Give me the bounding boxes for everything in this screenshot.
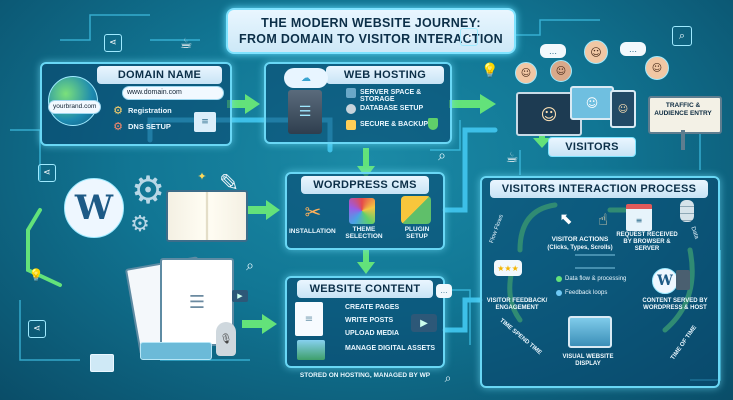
sign-post-icon <box>681 130 685 150</box>
process-actions: Visitor Actions <box>551 236 609 243</box>
wordpress-small-icon: W <box>652 268 678 294</box>
rating-icon: ★★★ <box>494 260 522 276</box>
palette-icon <box>349 198 375 224</box>
coffee-2-icon: ☕ <box>505 150 519 166</box>
traffic-label: Traffic & Audience Entry <box>654 102 712 117</box>
cms-installation-label: Installation <box>289 228 336 235</box>
content-header: WEBSITE CONTENT <box>297 280 433 298</box>
feather-icon: ✎ <box>218 169 240 197</box>
camera-2-icon: ▶ <box>232 290 248 302</box>
url-field: www.domain.com <box>122 86 224 100</box>
chat-3-icon: … <box>436 284 452 298</box>
coffee-icon: ☕ <box>179 36 193 52</box>
camera-icon: ▶ <box>411 314 437 332</box>
image-stack-icon <box>140 342 212 360</box>
title-line-1: THE MODERN WEBSITE JOURNEY: <box>261 16 481 30</box>
microphone-icon: 🎙 <box>216 322 236 356</box>
content-item-media: Upload Media <box>345 330 400 337</box>
cursor-icon: ⬉ <box>559 208 573 228</box>
process-header: VISITORS INTERACTION PROCESS <box>490 180 708 198</box>
search-icon: ⌕ <box>438 148 446 164</box>
brand-label: yourbrand.com <box>48 100 102 114</box>
registration-icon: ⚙ <box>113 103 123 117</box>
cms-theme-label: Theme Selection <box>345 226 383 240</box>
database-stack-icon <box>680 200 694 222</box>
process-actions-sub: (Clicks, Types, Scrolls) <box>547 245 613 251</box>
database-icon <box>346 104 356 114</box>
process-request: Request Received by Browser & Server <box>616 232 678 252</box>
server-small-icon: ≡ <box>194 112 216 132</box>
page-icon: ≡ <box>295 302 323 336</box>
dns-icon: ⚙ <box>113 119 123 133</box>
tools-icon: ✂ <box>304 200 322 224</box>
title-banner: THE MODERN WEBSITE JOURNEY: FROM DOMAIN … <box>226 8 516 54</box>
process-feedback: Visitor Feedback/ Engagement <box>486 298 548 311</box>
content-item-pages: Create Pages <box>345 304 400 311</box>
laptop-icon: ☺ <box>570 86 614 120</box>
cms-panel: WORDPRESS CMS ✂ Installation Theme Selec… <box>285 172 445 250</box>
avatar-4-icon: ☺ <box>645 56 669 80</box>
registration-label: Registration <box>128 106 172 115</box>
domain-panel: DOMAIN NAME yourbrand.com www.domain.com… <box>40 62 232 146</box>
traffic-sign-icon <box>648 96 722 134</box>
gear-icon: ⚙ <box>130 168 166 212</box>
hosting-item-database: Database Setup <box>360 105 424 112</box>
search-3-icon: ⌕ <box>444 370 452 385</box>
search-top-icon: ⌕ <box>672 26 692 46</box>
visitors-label: VISITORS <box>548 137 636 157</box>
hosting-panel: WEB HOSTING ☁ ☰ Server Space & Storage D… <box>264 62 452 144</box>
title-line-2: FROM DOMAIN TO VISITOR INTERACTION <box>239 32 503 46</box>
display-monitor-icon <box>568 316 612 348</box>
chat-2-icon: … <box>620 42 646 56</box>
process-feedback-loops: Feedback loops <box>565 290 608 296</box>
browser-icon: ≡ <box>626 204 652 231</box>
share-2-icon: ⋖ <box>38 164 56 182</box>
star-icon: ✦ <box>197 169 207 183</box>
chat-icon: … <box>540 44 566 58</box>
content-panel: WEBSITE CONTENT ≡ Create Pages Write Pos… <box>285 276 445 368</box>
feedback-dot <box>556 290 562 296</box>
gear-small-icon: ⚙ <box>130 211 150 237</box>
avatar-2-icon: ☺ <box>515 62 537 84</box>
image-icon <box>297 340 325 360</box>
lightbulb-2-icon: 💡 <box>28 268 44 282</box>
data-flow-dot <box>556 276 562 282</box>
puzzle-icon <box>401 196 431 224</box>
storage-icon <box>346 88 356 98</box>
content-footer: Stored on Hosting, Managed by WP <box>299 372 431 379</box>
lock-icon <box>346 120 356 130</box>
content-item-posts: Write Posts <box>345 317 394 324</box>
shield-icon <box>428 118 438 130</box>
process-data-flow: Data flow & processing <box>565 276 627 282</box>
process-display: Visual Website Display <box>562 354 614 367</box>
avatar-icon: ☺ <box>584 40 608 64</box>
book-icon <box>166 190 248 242</box>
cms-header: WORDPRESS CMS <box>301 176 429 194</box>
lightbulb-icon: 💡 <box>481 63 499 79</box>
share-4-icon: ⋖ <box>460 28 478 46</box>
process-served: Content Served by WordPress & Host <box>642 298 708 311</box>
hosting-item-storage: Server Space & Storage <box>360 89 422 103</box>
hosting-item-secure: Secure & Backup <box>360 121 429 128</box>
cms-plugin-label: Plugin Setup <box>404 226 430 240</box>
tablet-icon: ☺ <box>610 90 636 128</box>
search-2-icon: ⌕ <box>246 258 254 274</box>
content-item-assets: Manage Digital Assets <box>345 345 436 352</box>
hosting-header: WEB HOSTING <box>326 66 444 84</box>
server-mini-icon <box>676 270 690 290</box>
monitor-small-icon <box>90 354 114 372</box>
avatar-3-icon: ☺ <box>550 60 572 82</box>
share-3-icon: ⋖ <box>28 320 46 338</box>
dns-label: DNS Setup <box>128 122 171 131</box>
cloud-icon: ☁ <box>284 68 328 88</box>
domain-header: DOMAIN NAME <box>97 66 222 84</box>
wordpress-icon: W <box>64 178 124 238</box>
hand-icon: ☝ <box>598 209 608 229</box>
share-icon: ⋖ <box>104 34 122 52</box>
server-icon: ☰ <box>288 90 322 134</box>
